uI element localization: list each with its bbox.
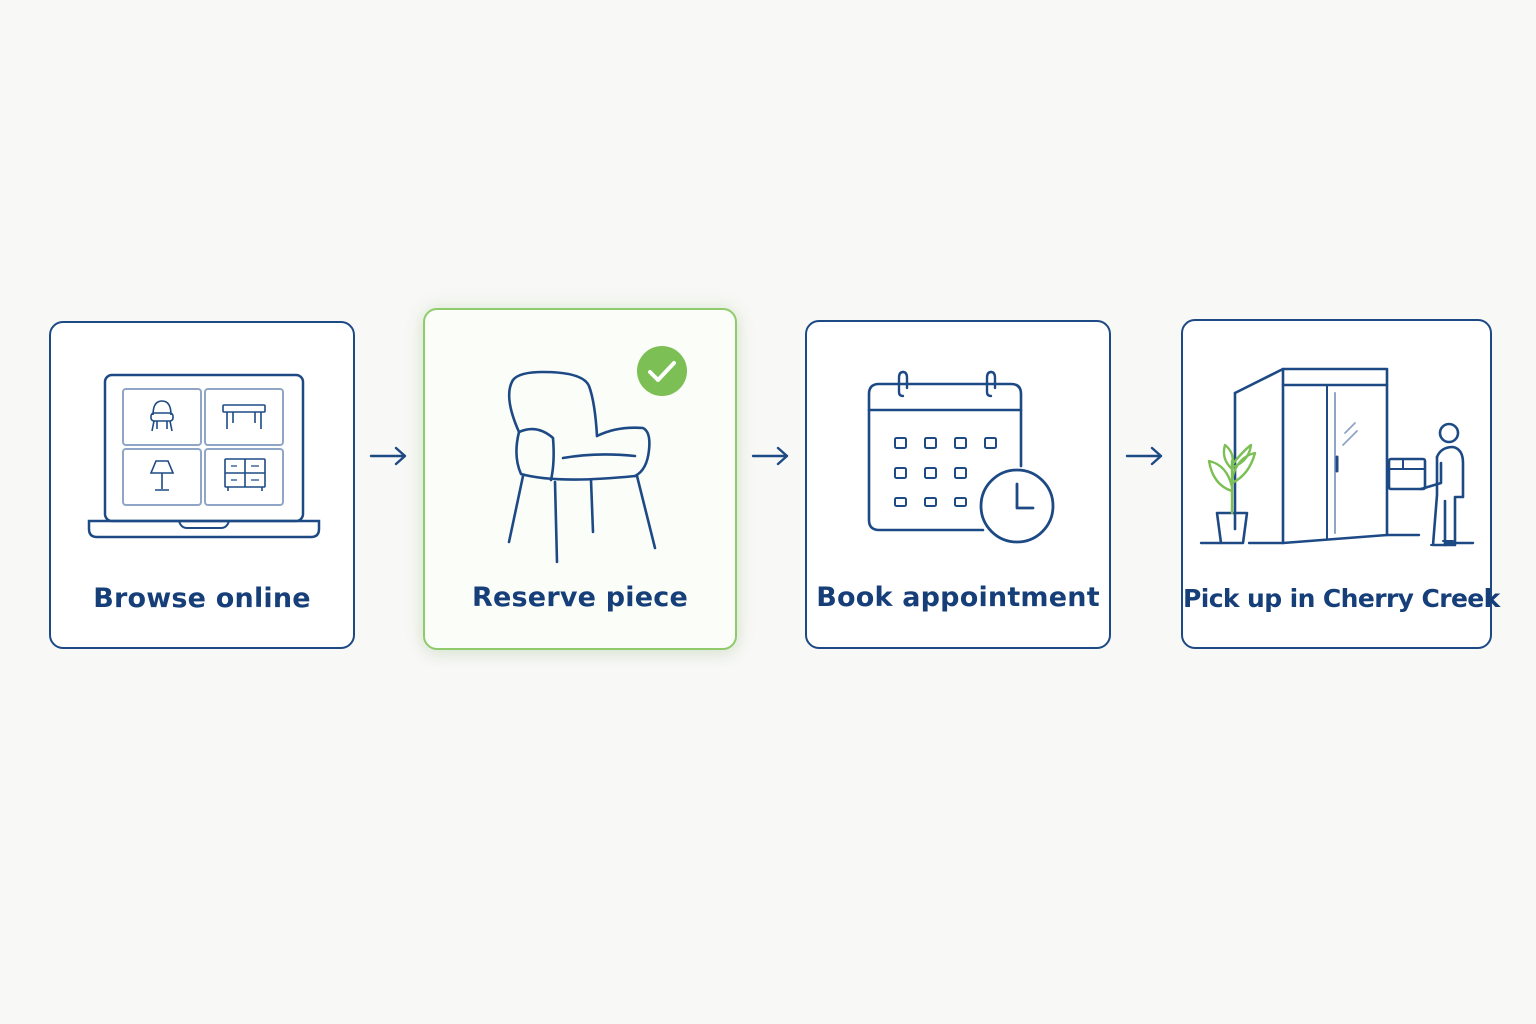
laptop-catalog-icon <box>87 373 321 539</box>
step-reserve-piece: Reserve piece <box>423 308 737 650</box>
step-label-browse-online: Browse online <box>93 583 311 614</box>
step-book-appointment: Book appointment <box>805 320 1111 649</box>
storefront-pickup-icon <box>1199 367 1475 547</box>
calendar-clock-icon <box>867 370 1055 544</box>
step-label-pick-up-cherry-creek: Pick up in Cherry Creek <box>1183 584 1500 613</box>
arrow-right-icon <box>1125 446 1163 466</box>
armchair-icon <box>507 370 657 564</box>
step-label-reserve-piece: Reserve piece <box>472 582 688 613</box>
arrow-right-icon <box>369 446 407 466</box>
step-browse-online: Browse online <box>49 321 355 649</box>
step-pick-up-cherry-creek: Pick up in Cherry Creek <box>1181 319 1500 649</box>
check-badge-icon <box>637 346 687 396</box>
step-label-book-appointment: Book appointment <box>816 582 1100 613</box>
arrow-right-icon <box>751 446 789 466</box>
